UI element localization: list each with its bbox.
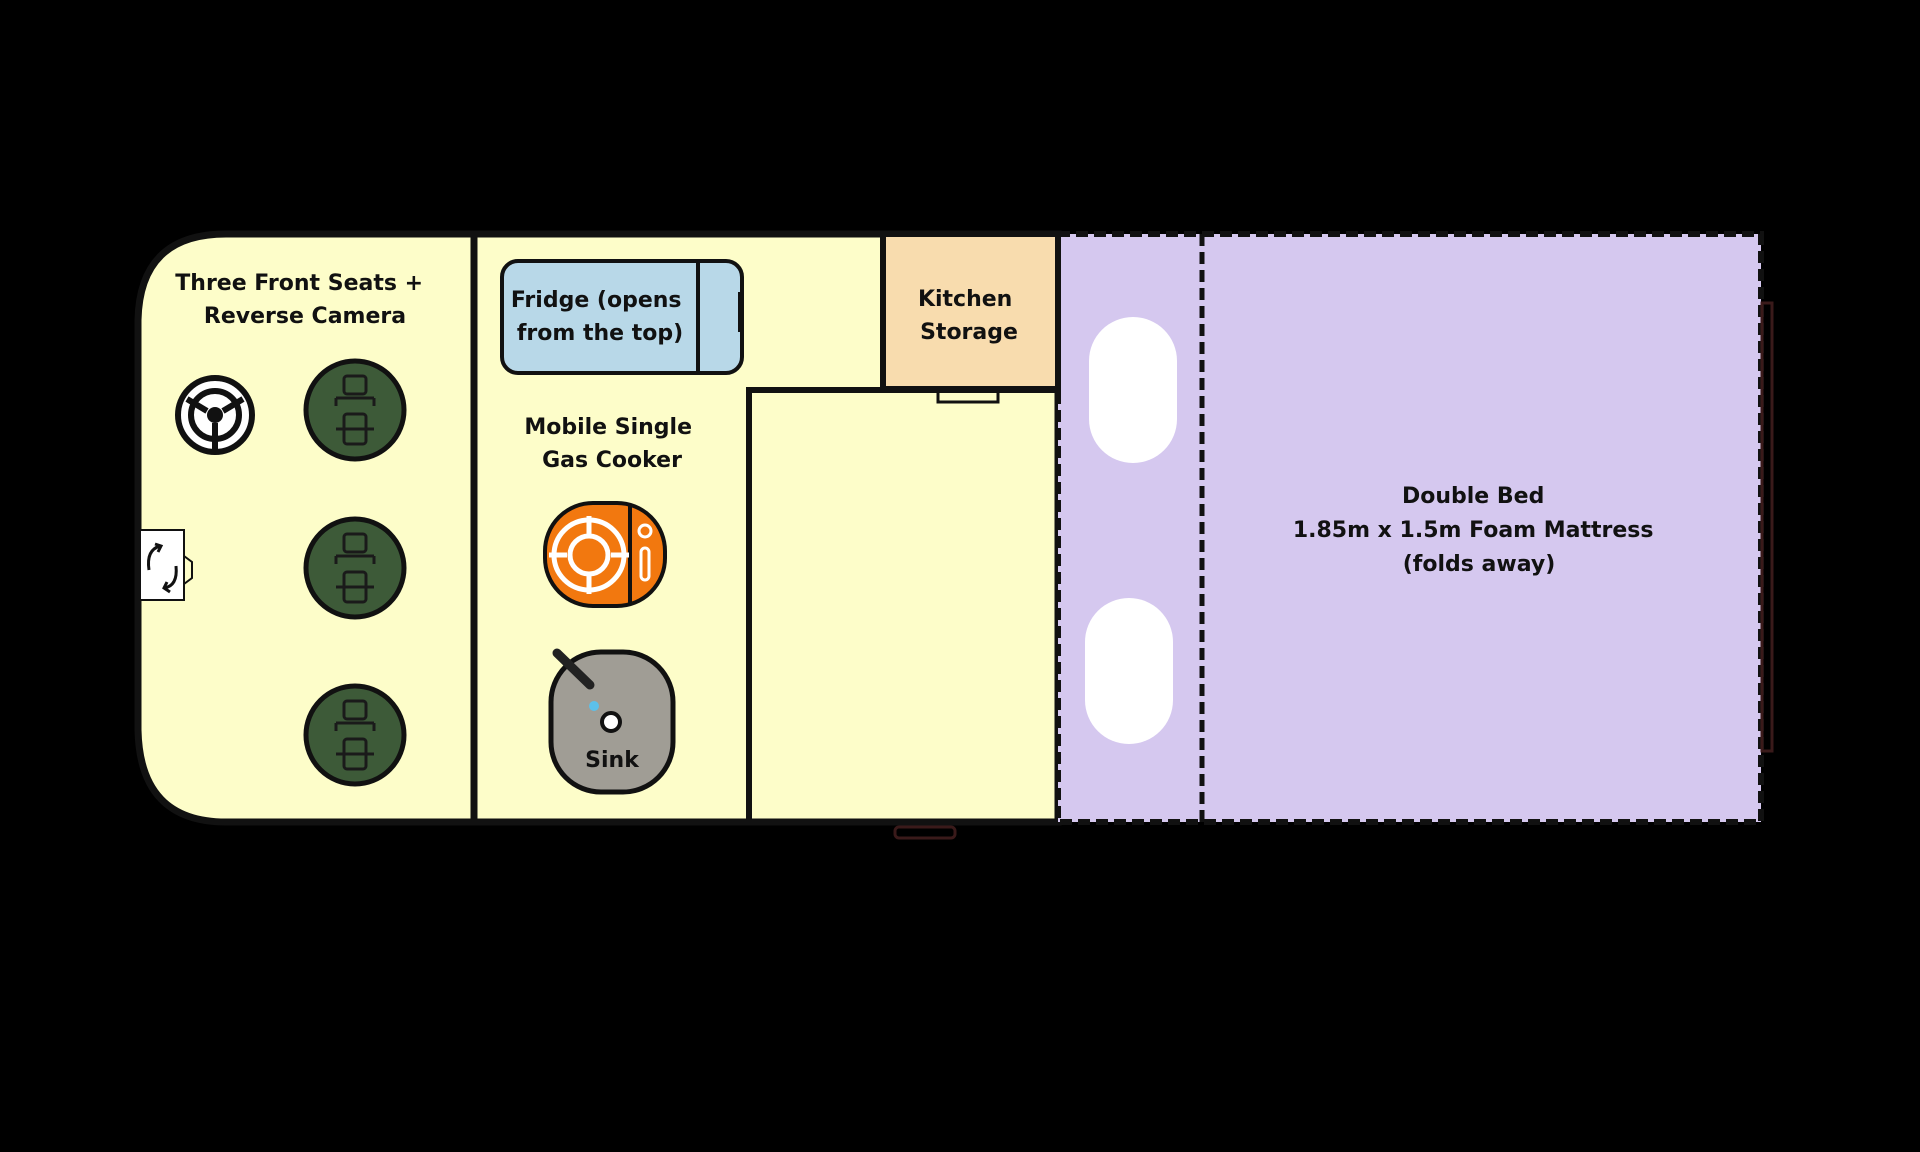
bed-label-line3: (folds away) [1403,552,1556,577]
cooker-label: Mobile Single Gas Cooker [524,415,699,473]
pillow-top [1089,317,1177,463]
kitchen-storage-label-line1: Kitchen [918,287,1012,312]
front-seats-label: Three Front Seats + Reverse Camera [175,271,430,329]
steering-wheel-icon [175,375,255,455]
fridge-box [500,259,744,375]
fridge-label-line1: Fridge (opens [511,288,682,313]
car-seat-icon [303,358,407,462]
kitchen-storage-box [880,231,1061,392]
rear-door-edge [1760,301,1774,753]
fridge-handle [738,292,744,332]
reverse-camera-icon [139,529,193,601]
side-door-handle [893,825,957,840]
bed-label: Double Bed 1.85m x 1.5m Foam Mattress (f… [1293,484,1661,577]
pillow-bottom [1085,598,1173,744]
car-seat-icon [303,683,407,787]
bed-label-line1: Double Bed [1402,484,1544,509]
fridge-label-line2: from the top) [517,321,683,346]
fridge-label: Fridge (opens from the top) [511,288,689,346]
bed-label-line2: 1.85m x 1.5m Foam Mattress [1293,518,1654,543]
front-seats-label-line1: Three Front Seats + [175,271,423,296]
sink-icon [548,648,676,795]
front-seats-label-line2: Reverse Camera [204,304,406,329]
bed-area [1058,234,1761,822]
sink-label: Sink [585,748,640,773]
cooker-label-line2: Gas Cooker [542,448,682,473]
kitchen-storage-label-line2: Storage [920,320,1018,345]
cooker-label-line1: Mobile Single [524,415,692,440]
gas-cooker-icon [543,501,667,608]
kitchen-storage-label: Kitchen Storage [918,287,1020,345]
kitchen-counter [746,387,1058,822]
car-seat-icon [303,516,407,620]
